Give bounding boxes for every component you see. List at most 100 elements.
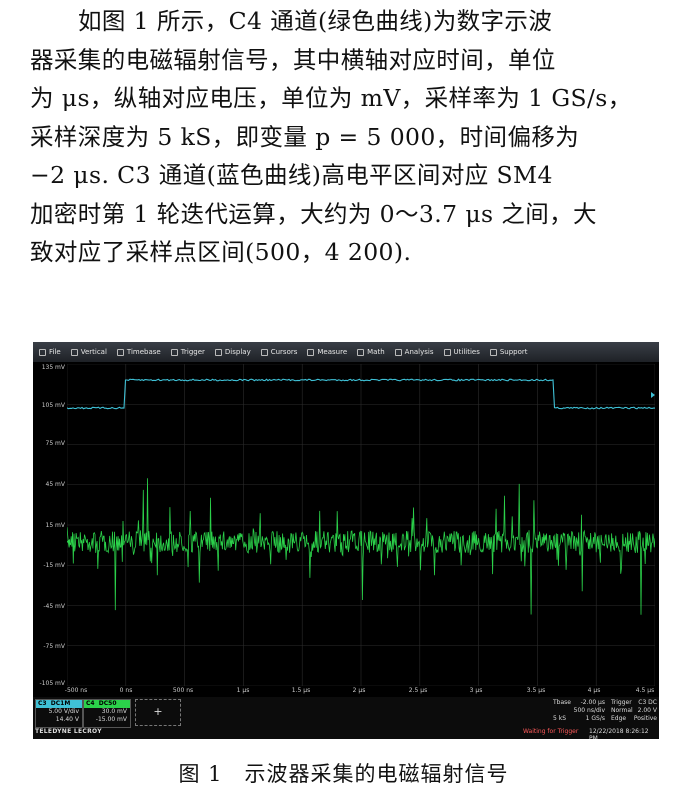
- menu-label: Vertical: [80, 348, 107, 356]
- c3-coupling-tag: DC1M: [50, 700, 71, 707]
- timebase-box[interactable]: Tbase -2.00 μs 500 ns/div 5 kS 1 GS/s: [551, 699, 607, 726]
- menu-file[interactable]: File: [39, 348, 61, 356]
- scope-menubar: File Vertical Timebase Trigger Display C…: [33, 342, 659, 362]
- menu-icon: [357, 348, 365, 356]
- c3-channel-header: C3 DC1M: [36, 700, 82, 708]
- y-tick-label: -105 mV: [39, 680, 65, 687]
- c4-channel-box[interactable]: C4 DC50 30.0 mV -15.00 mV: [83, 699, 131, 728]
- menu-label: Support: [499, 348, 528, 356]
- c4-offset: -15.00 mV: [95, 716, 127, 723]
- x-tick-label: 2.5 μs: [408, 687, 428, 694]
- menu-icon: [39, 348, 46, 356]
- x-tick-label: -500 ns: [64, 687, 88, 694]
- paragraph-line: 器采集的电磁辐射信号，其中横轴对应时间，单位: [30, 45, 556, 74]
- menu-icon: [443, 348, 451, 356]
- menu-label: File: [49, 348, 61, 356]
- c4-marker-icon: [67, 539, 70, 545]
- paragraph-line: 如图 1 所示，C4 通道(绿色曲线)为数字示波: [78, 7, 553, 35]
- y-tick-label: -75 mV: [43, 643, 65, 650]
- tbase-div: 500 ns/div: [573, 707, 605, 714]
- menu-icon: [70, 348, 78, 356]
- x-tick-label: 2 μs: [352, 687, 366, 694]
- menu-label: Utilities: [453, 348, 480, 356]
- trigger-level: 2.00 V: [637, 707, 657, 714]
- c4-green-trace: [67, 478, 655, 615]
- menu-label: Math: [367, 348, 385, 356]
- menu-icon: [489, 348, 497, 356]
- c3-channel-box[interactable]: C3 DC1M 5.00 V/div 14.40 V: [35, 699, 83, 728]
- x-tick-label: 500 ns: [172, 687, 194, 694]
- x-tick-label: 4.5 μs: [635, 687, 655, 694]
- scope-status-bar: C3 DC1M 5.00 V/div 14.40 V C4 DC50 30.0 …: [33, 697, 659, 739]
- paragraph: 如图 1 所示，C4 通道(绿色曲线)为数字示波 器采集的电磁辐射信号，其中横轴…: [30, 2, 672, 272]
- menu-label: Trigger: [180, 348, 205, 356]
- paragraph-line: 加密时第 1 轮迭代运算，大约为 0～3.7 μs 之间，大: [30, 199, 597, 228]
- menu-vertical[interactable]: Vertical: [70, 348, 107, 356]
- trigger-label: Trigger: [611, 699, 632, 706]
- plot-grid: [67, 364, 655, 686]
- x-tick-label: 3.5 μs: [526, 687, 546, 694]
- y-tick-label: 75 mV: [45, 440, 66, 447]
- menu-icon: [170, 348, 178, 356]
- figure-caption: 图 1 示波器采集的电磁辐射信号: [178, 762, 509, 786]
- menu-trigger[interactable]: Trigger: [170, 348, 205, 356]
- y-tick-label: 135 mV: [41, 364, 65, 371]
- oscilloscope-screenshot: File Vertical Timebase Trigger Display C…: [33, 342, 659, 739]
- y-tick-label: 45 mV: [45, 481, 66, 488]
- x-tick-label: 4 μs: [587, 687, 601, 694]
- c3-scale: 5.00 V/div: [48, 708, 79, 715]
- menu-utilities[interactable]: Utilities: [443, 348, 480, 356]
- x-tick-label: 1 μs: [236, 687, 250, 694]
- menu-label: Display: [224, 348, 251, 356]
- paragraph-line: 采样深度为 5 kS，即变量 p = 5 000，时间偏移为: [30, 122, 580, 151]
- trigger-status: Waiting for Trigger: [523, 728, 579, 735]
- c3-marker-icon: [651, 392, 655, 398]
- y-tick-label: 15 mV: [45, 522, 66, 529]
- x-tick-label: 3 μs: [469, 687, 483, 694]
- x-tick-label: 0 ns: [119, 687, 133, 694]
- menu-icon: [260, 348, 268, 356]
- menu-icon: [394, 348, 402, 356]
- c3-blue-trace: [67, 378, 655, 410]
- menu-analysis[interactable]: Analysis: [394, 348, 434, 356]
- add-trace-button[interactable]: +: [135, 699, 181, 726]
- tbase-samples: 5 kS: [553, 715, 567, 722]
- y-tick-label: -45 mV: [43, 603, 65, 610]
- trigger-slope: Positive: [633, 715, 657, 722]
- tbase-label: Tbase: [553, 699, 571, 706]
- menu-icon: [214, 348, 222, 356]
- c4-channel-name: C4: [86, 700, 95, 707]
- y-tick-label: -15 mV: [43, 562, 65, 569]
- y-tick-label: 105 mV: [41, 402, 65, 409]
- menu-label: Analysis: [404, 348, 434, 356]
- menu-label: Cursors: [270, 348, 298, 356]
- trigger-type: Edge: [611, 715, 627, 722]
- menu-cursors[interactable]: Cursors: [260, 348, 298, 356]
- menu-timebase[interactable]: Timebase: [116, 348, 161, 356]
- trigger-box[interactable]: Trigger C3 DC Normal 2.00 V Edge Positive: [609, 699, 659, 726]
- menu-support[interactable]: Support: [489, 348, 528, 356]
- scope-datetime: 12/22/2018 8:26:12 PM: [589, 728, 649, 739]
- trigger-tag: C3 DC: [638, 699, 657, 706]
- tbase-value: -2.00 μs: [580, 699, 605, 706]
- c4-channel-header: C4 DC50: [84, 700, 130, 708]
- trigger-mode: Normal: [611, 707, 633, 714]
- menu-label: Measure: [317, 348, 348, 356]
- waveform-plot: [67, 364, 655, 686]
- c4-scale: 30.0 mV: [101, 708, 127, 715]
- x-tick-label: 1.5 μs: [291, 687, 311, 694]
- c3-offset: 14.40 V: [55, 716, 79, 723]
- menu-display[interactable]: Display: [214, 348, 251, 356]
- menu-measure[interactable]: Measure: [307, 348, 347, 356]
- tbase-rate: 1 GS/s: [585, 715, 605, 722]
- paragraph-line: 致对应了采样点区间(500，4 200).: [30, 238, 412, 266]
- menu-label: Timebase: [126, 348, 161, 356]
- c4-coupling-tag: DC50: [98, 700, 117, 707]
- c3-channel-name: C3: [38, 700, 47, 707]
- menu-icon: [307, 348, 315, 356]
- menu-icon: [116, 348, 124, 356]
- brand-logo: TELEDYNE LECROY: [35, 728, 102, 735]
- paragraph-line: 为 μs，纵轴对应电压，单位为 mV，采样率为 1 GS/s，: [30, 84, 632, 112]
- menu-math[interactable]: Math: [357, 348, 385, 356]
- paragraph-line: −2 μs. C3 通道(蓝色曲线)高电平区间对应 SM4: [30, 161, 553, 189]
